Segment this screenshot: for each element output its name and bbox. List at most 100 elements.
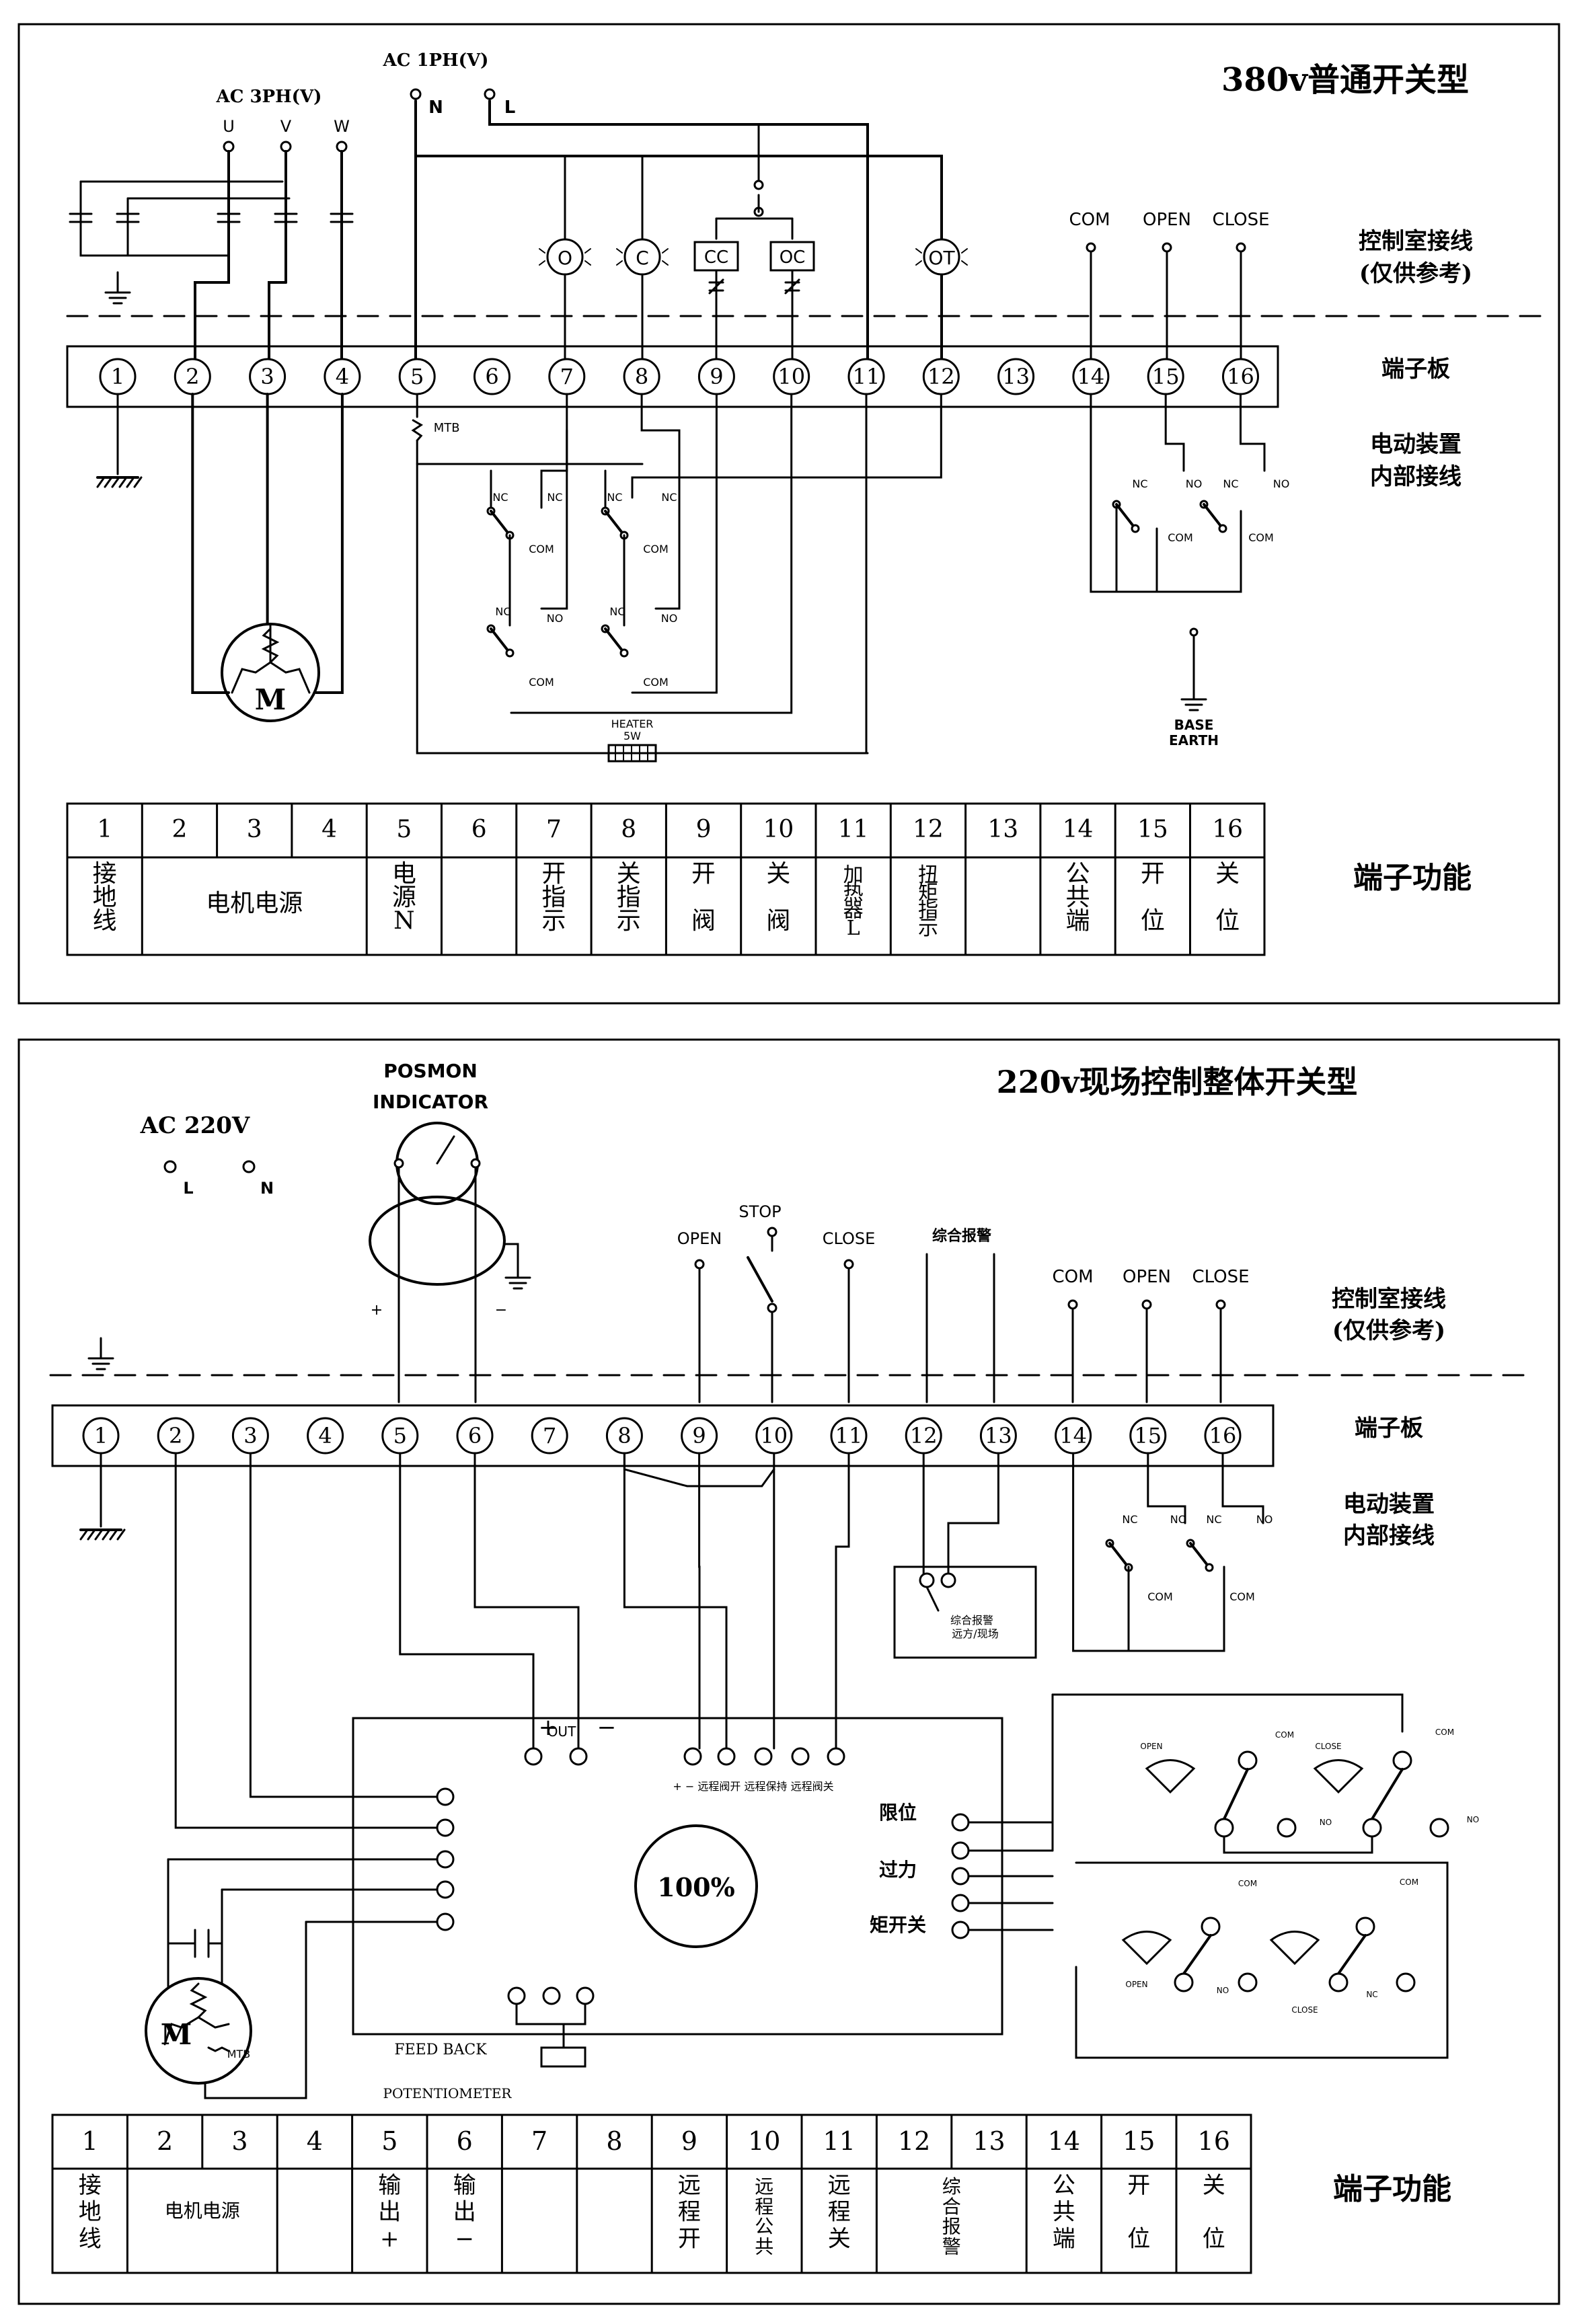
wire [539, 260, 545, 266]
top-terminal-number-15: 15 [1152, 364, 1180, 389]
top-function-text-8-1: 热 [843, 881, 864, 904]
wire [915, 260, 922, 266]
bottom-close-position-switch-blade [1189, 1542, 1211, 1569]
limit-open-label: OPEN [1140, 1742, 1162, 1751]
stop-label: STOP [738, 1202, 781, 1221]
earth-ground-icon [87, 1528, 96, 1541]
bottom-function-text-11-0: 公 [1053, 2172, 1075, 2199]
position-display [634, 1824, 758, 1948]
heater-wattage: 5W [623, 730, 641, 742]
top-function-text-4-2: 示 [541, 907, 566, 935]
earth-ground-icon [102, 1528, 111, 1541]
node [1214, 1818, 1234, 1838]
bottom-function-text-11-1: 共 [1053, 2199, 1075, 2226]
feedback-label: FEED BACK [394, 2042, 487, 2058]
switch-terminal-2 [951, 1841, 970, 1860]
earth-ground-icon [79, 1528, 89, 1541]
top-function-number-12: 12 [913, 816, 944, 843]
control-room-terminal [1162, 242, 1172, 253]
top-function-number-10: 10 [763, 816, 794, 843]
top-torque-switch-0-blade [490, 627, 511, 654]
top-function-number-11: 11 [838, 816, 869, 843]
ac-3ph-label: AC 3PH(V) [216, 87, 322, 107]
bottom-open-terminal-label: OPEN [1123, 1267, 1171, 1287]
top-function-text-5-1: 指 [617, 884, 641, 911]
remote-terminal-3 [754, 1747, 773, 1766]
stop-switch-blade [747, 1256, 773, 1303]
motor-winding-icon [189, 1982, 208, 2019]
alarm-box-label: 综合报警 [950, 1614, 993, 1627]
node [1392, 1750, 1412, 1771]
top-function-text-0-0: 接 [93, 860, 117, 888]
top-function-number-1: 1 [97, 816, 112, 843]
bottom-function-number-10: 10 [748, 2126, 780, 2156]
node [753, 180, 764, 190]
top-function-title: 端子功能 [1353, 861, 1472, 895]
bottom-function-number-3: 3 [231, 2126, 248, 2156]
wire [640, 393, 681, 610]
top-pos-no-2: NO [1273, 477, 1290, 490]
bottom-terminal-board-label: 端子板 [1355, 1415, 1423, 1442]
bottom-function-number-9: 9 [681, 2126, 697, 2156]
feedback-terminal-3 [576, 1986, 595, 2005]
motor-label: M [255, 683, 287, 716]
wire [1147, 1452, 1186, 1524]
bottom-title: 220v现场控制整体开关型 [997, 1064, 1358, 1100]
torque-switch-blade [1337, 1934, 1367, 1975]
wire [1072, 1452, 1225, 1652]
motor-terminal-2 [436, 1818, 455, 1837]
node [1238, 1972, 1258, 1992]
bottom-function-number-13: 13 [973, 2126, 1005, 2156]
node [767, 1303, 777, 1313]
top-function-number-9: 9 [696, 816, 712, 843]
top-terminal-board-label: 端子板 [1381, 356, 1450, 383]
wire [315, 393, 344, 694]
node [569, 1747, 588, 1766]
top-function-text-8-3: L [847, 917, 860, 940]
top-terminal-number-4: 4 [336, 364, 349, 389]
node [524, 1747, 543, 1766]
bottom-terminal-7 [531, 1417, 568, 1455]
top-function-text-12-0: 开 [1141, 860, 1165, 888]
wire [662, 248, 669, 254]
top-function-number-6: 6 [471, 816, 487, 843]
top-close-position-switch-blade [1203, 503, 1224, 530]
alarm-box [893, 1565, 1037, 1659]
bottom-function-text-3-1: 出 [378, 2199, 401, 2226]
switch-terminal-4 [951, 1894, 970, 1912]
bottom-terminal-number-11: 11 [835, 1423, 863, 1448]
wire [268, 281, 287, 378]
earth-ground-icon [94, 1528, 104, 1541]
l-terminal [163, 1160, 177, 1173]
wire [515, 2003, 586, 2025]
wire [631, 393, 942, 499]
wire [488, 100, 869, 378]
top-function-number-16: 16 [1212, 816, 1243, 843]
wire [194, 254, 230, 378]
earth-ground-icon [111, 476, 120, 488]
bottom-function-text-0-1: 地 [79, 2199, 102, 2226]
bottom-function-text-10-1: 合 [942, 2196, 961, 2218]
indicator-lamp-C [623, 238, 661, 276]
relay-label-CC: CC [704, 247, 728, 268]
feedback-terminal-2 [542, 1986, 561, 2005]
top-function-text-4-1: 指 [541, 884, 566, 911]
indicator-label-OT: OT [928, 247, 955, 269]
wire [473, 1452, 580, 1750]
bottom-terminal-number-9: 9 [692, 1423, 706, 1448]
bottom-terminal-number-15: 15 [1134, 1423, 1162, 1448]
bottom-function-text-9-1: 程 [828, 2199, 851, 2226]
top-pos-no-1: NO [1186, 477, 1203, 490]
top-torque-switch-0-contact [505, 648, 515, 658]
top-terminal-number-12: 12 [927, 364, 955, 389]
top-mtb-label: MTB [434, 421, 460, 435]
bottom-l-label: L [183, 1179, 193, 1198]
top-function-text-4-0: 开 [541, 860, 566, 888]
top-terminal-number-9: 9 [710, 364, 723, 389]
wire [961, 260, 968, 266]
node [1355, 1916, 1375, 1937]
top-function-text-6-2: 阀 [691, 907, 716, 935]
top-switch-com2-1: COM [643, 676, 669, 689]
top-switch-nc3-1: NC [609, 605, 625, 618]
bottom-terminal-number-16: 16 [1209, 1423, 1237, 1448]
